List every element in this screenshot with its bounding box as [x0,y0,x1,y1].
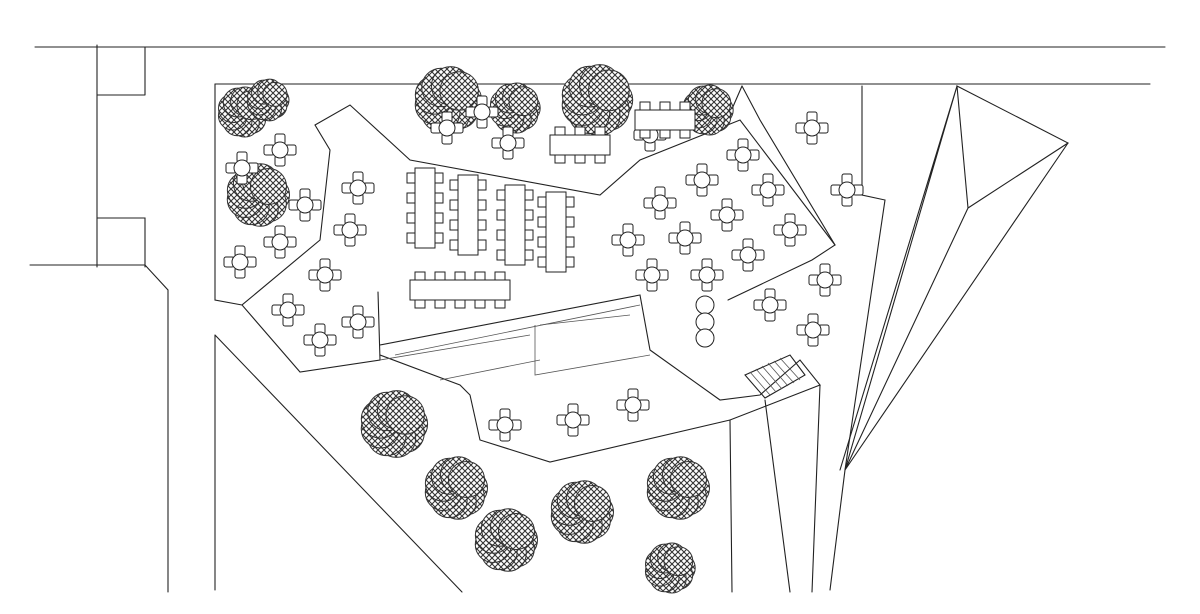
round-table-with-chairs [341,305,375,339]
tree-icon [424,456,488,520]
round-table-with-chairs [271,293,305,327]
round-table-with-chairs [616,388,650,422]
long-table-with-chairs [449,174,487,256]
round-table-with-chairs [830,173,864,207]
furniture [223,95,864,442]
round-table-with-chairs [773,213,807,247]
round-table-with-chairs [690,258,724,292]
round-table-with-chairs [341,171,375,205]
round-table-with-chairs [808,263,842,297]
trees [217,64,734,594]
round-table-with-chairs [635,258,669,292]
round-table-with-chairs [303,323,337,357]
round-table-with-chairs [643,186,677,220]
round-table-with-chairs [731,238,765,272]
tree-icon [360,390,429,458]
round-table-with-chairs [751,173,785,207]
round-table-with-chairs [333,213,367,247]
long-table-with-chairs [406,167,444,249]
round-table-with-chairs [308,258,342,292]
round-table-with-chairs [795,111,829,145]
round-table-with-chairs [223,245,257,279]
tree-icon [646,456,710,520]
round-table-with-chairs [491,126,525,160]
tree-icon [644,542,696,594]
long-table-with-chairs [409,271,511,309]
round-table-with-chairs [430,111,464,145]
round-table-with-chairs [668,221,702,255]
tree-icon [226,163,290,227]
round-table-with-chairs [726,138,760,172]
round-table-with-chairs [685,163,719,197]
round-table-with-chairs [556,403,590,437]
long-table-with-chairs [549,126,611,164]
round-table-with-chairs [611,223,645,257]
round-table-with-chairs [465,95,499,129]
tree-icon [489,82,541,134]
round-table-with-chairs [288,188,322,222]
tree-icon [550,480,614,544]
round-table-with-chairs [753,288,787,322]
tree-icon [474,508,538,572]
site-boundaries [29,44,1166,593]
round-table-with-chairs [263,133,297,167]
round-table-with-chairs [710,198,744,232]
round-table-with-chairs [225,151,259,185]
tree-icon [682,84,734,136]
round-table-with-chairs [263,225,297,259]
tree-icon [561,64,634,136]
long-table-with-chairs [496,184,534,266]
terrace-outline [241,104,836,463]
round-table-with-chairs [488,408,522,442]
round-table-with-chairs [796,313,830,347]
long-table-with-chairs [537,191,575,273]
long-table-with-chairs [634,101,696,139]
planter-circles [695,295,715,348]
tree-icon [247,78,290,122]
